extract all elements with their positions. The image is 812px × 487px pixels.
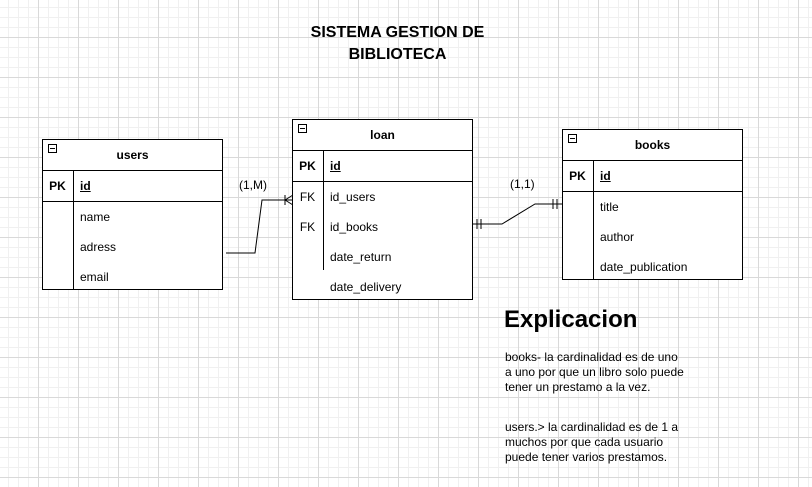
loan-entity-name: loan	[370, 128, 395, 142]
fk-label: FK	[299, 220, 316, 234]
explanation-books-paragraph: books- la cardinalidad es de uno a uno p…	[505, 350, 684, 394]
users-field-row: adress	[43, 232, 222, 262]
loan-field-row: date_delivery	[293, 272, 472, 302]
fk-label: FK	[299, 190, 316, 204]
books-key-divider	[593, 160, 594, 279]
users-pk-field: id	[80, 179, 91, 193]
books-entity-header: books	[563, 130, 742, 161]
users-entity[interactable]: users PK id name adress email	[42, 139, 223, 290]
loan-fk-id-users: id_users	[330, 190, 376, 204]
users-pk-row: PK id	[43, 171, 222, 202]
loan-entity[interactable]: loan PK id FK id_users FK id_books date_…	[292, 119, 473, 300]
loan-fk-row: FK id_books	[293, 212, 472, 242]
explanation-heading: Explicacion	[504, 306, 638, 333]
loan-pk-field: id	[330, 159, 341, 173]
explanation-users-paragraph: users.> la cardinalidad es de 1 a muchos…	[505, 420, 679, 464]
books-field-row: title	[563, 192, 742, 222]
loan-pk-row: PK id	[293, 151, 472, 182]
loan-entity-header: loan	[293, 120, 472, 151]
loan-books-connector	[472, 203, 563, 225]
cardinality-users-loan: (1,M)	[239, 178, 267, 192]
books-field-row: author	[563, 222, 742, 252]
users-field-email: email	[80, 270, 109, 284]
collapse-icon[interactable]	[298, 124, 307, 133]
cardinality-loan-books: (1,1)	[510, 177, 535, 191]
pk-label: PK	[299, 159, 316, 173]
diagram-title: SISTEMA GESTION DE BIBLIOTECA	[310, 24, 485, 63]
books-field-date-publication: date_publication	[600, 260, 688, 274]
users-entity-name: users	[116, 148, 149, 162]
loan-field-date-return: date_return	[330, 250, 392, 264]
books-pk-row: PK id	[563, 161, 742, 192]
loan-fk-row: FK id_users	[293, 182, 472, 212]
one-mandatory-icon-books	[552, 199, 558, 209]
loan-field-date-delivery: date_delivery	[330, 280, 402, 294]
books-pk-field: id	[600, 169, 611, 183]
pk-label: PK	[569, 169, 586, 183]
users-field-adress: adress	[80, 240, 117, 254]
books-entity[interactable]: books PK id title author date_publicatio…	[562, 129, 743, 280]
users-field-row: email	[43, 262, 222, 292]
books-field-row: date_publication	[563, 252, 742, 282]
books-field-author: author	[600, 230, 635, 244]
books-entity-name: books	[634, 138, 671, 152]
one-mandatory-icon-loan	[476, 219, 482, 229]
pk-label: PK	[49, 179, 66, 193]
loan-field-row: date_return	[293, 242, 472, 272]
users-key-divider	[73, 170, 74, 289]
collapse-icon[interactable]	[48, 144, 57, 153]
loan-fk-id-books: id_books	[330, 220, 379, 234]
crows-foot-icon	[284, 194, 294, 206]
books-field-title: title	[600, 200, 619, 214]
users-loan-connector	[226, 199, 293, 254]
loan-key-divider	[323, 150, 324, 270]
users-field-name: name	[80, 210, 111, 224]
users-entity-header: users	[43, 140, 222, 171]
users-field-row: name	[43, 202, 222, 232]
collapse-icon[interactable]	[568, 134, 577, 143]
